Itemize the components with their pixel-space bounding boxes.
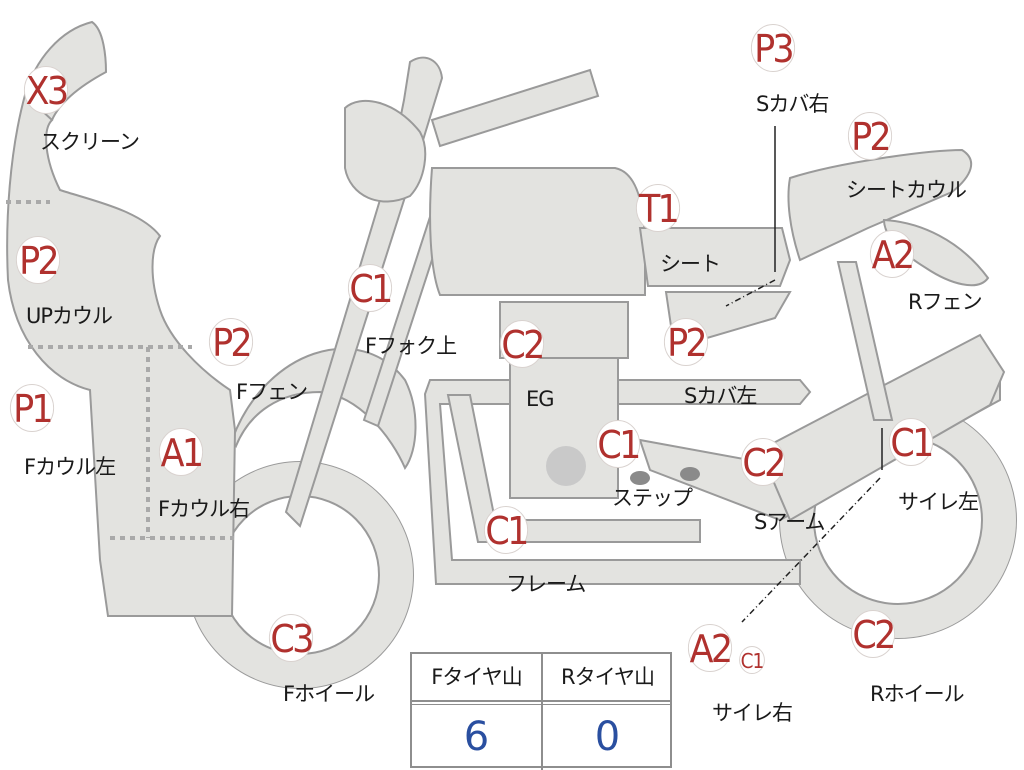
step-peg-right-shape (680, 467, 700, 481)
label-up-cowl: UPカウル (26, 304, 113, 328)
grade-badge-s-cover-left: P2 (663, 318, 709, 366)
label-silencer-left: サイレ左 (898, 490, 979, 514)
grade-badge-seat-cowl: P2 (847, 112, 893, 160)
grade-badge-f-fork-upper: C1 (347, 264, 393, 312)
rear-shock-shape (836, 261, 894, 421)
label-s-cover-left: Sカバ左 (684, 384, 757, 408)
grade-badge-silencer-left: C1 (888, 418, 934, 466)
grade-badge-f-cowl-right: A1 (158, 428, 204, 476)
grade-badge-r-fender: A2 (869, 230, 915, 278)
grade-badge-f-wheel: C3 (268, 614, 314, 662)
label-frame: フレーム (506, 572, 586, 596)
rear-frame-shape (430, 68, 600, 148)
table-column-divider (541, 654, 543, 770)
silencer-shape (758, 333, 1006, 522)
frame-shape (423, 379, 812, 585)
grade-badge-f-cowl-left: P1 (9, 384, 55, 432)
grade-badge-screen: X3 (23, 66, 69, 114)
front-tread-header: Fタイヤ山 (431, 665, 522, 689)
label-f-fender: Fフェン (236, 380, 308, 404)
grade-badge-s-cover-right: P3 (750, 24, 796, 72)
label-f-cowl-left: Fカウル左 (24, 455, 116, 479)
tire-tread-table: Fタイヤ山 Rタイヤ山 6 0 (410, 652, 672, 770)
front-fender-shape (230, 347, 417, 471)
label-swing-arm: Sアーム (754, 510, 825, 534)
label-seat-cowl: シートカウル (846, 178, 967, 202)
grade-badge-silencer-right-secondary: C1 (739, 646, 765, 674)
grade-badge-swing-arm: C2 (740, 438, 786, 486)
fuel-tank-shape (429, 167, 646, 296)
label-f-wheel: Fホイール (283, 682, 375, 706)
front-tread-value: 6 (463, 714, 490, 760)
label-seat: シート (660, 252, 721, 276)
grade-badge-up-cowl: P2 (15, 236, 61, 284)
grade-badge-f-fender: P2 (208, 318, 254, 366)
label-r-wheel: Rホイール (870, 682, 965, 706)
label-engine: EG (526, 387, 555, 411)
step-peg-left-shape (630, 471, 650, 485)
label-screen: スクリーン (40, 130, 140, 154)
label-r-fender: Rフェン (908, 290, 983, 314)
headlight-shape (344, 99, 427, 203)
seat-cowl-shape (787, 148, 973, 262)
label-f-fork-upper: Fフォク上 (365, 334, 457, 358)
s-cover-right-leader-2 (725, 279, 776, 307)
label-silencer-right: サイレ右 (712, 701, 793, 725)
label-s-cover-right: Sカバ右 (756, 92, 829, 116)
seat-shape (638, 227, 792, 287)
label-step: ステップ (612, 486, 693, 510)
rear-tread-header: Rタイヤ山 (561, 665, 655, 689)
grade-badge-engine: C2 (499, 320, 545, 368)
grade-badge-r-wheel: C2 (850, 610, 896, 658)
grade-badge-step: C1 (595, 420, 641, 468)
grade-badge-silencer-right: A2 (687, 624, 733, 672)
grade-badge-frame: C1 (483, 506, 529, 554)
label-f-cowl-right: Fカウル右 (158, 497, 250, 521)
grade-badge-seat: T1 (635, 184, 681, 232)
rear-tread-value: 0 (594, 714, 621, 760)
